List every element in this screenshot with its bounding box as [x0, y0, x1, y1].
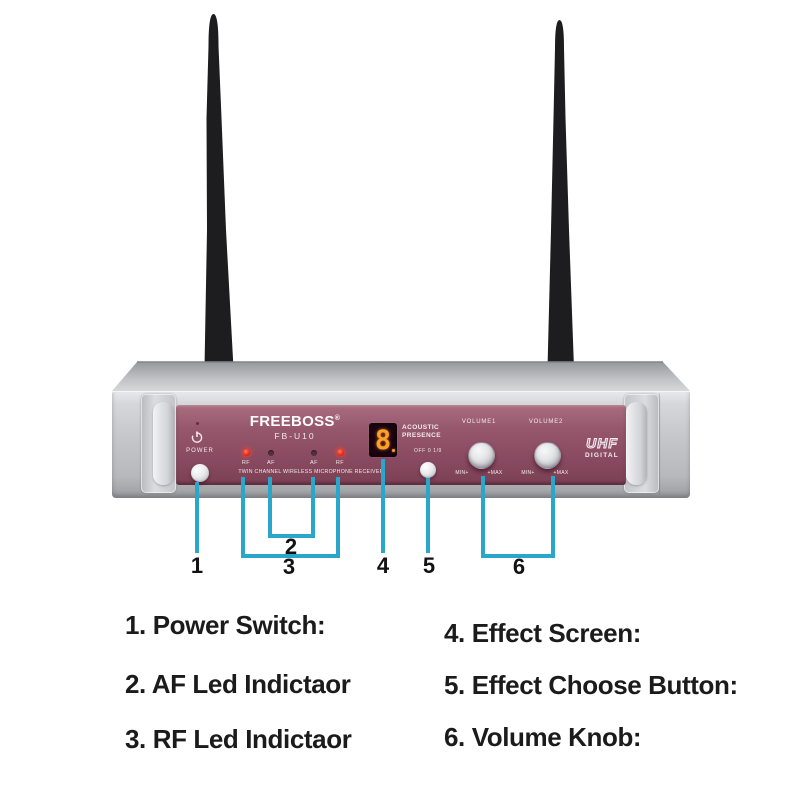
chassis-seam [659, 393, 660, 495]
digital-logo-text: DIGITAL [585, 452, 619, 459]
af-led-label-1: AF [266, 460, 276, 466]
legend-item-volume-knob: 6. Volume Knob: [444, 722, 642, 752]
brand-logo: FREEBOSS® [240, 413, 350, 430]
acoustic-presence-label: ACOUSTIC PRESENCE [402, 424, 441, 439]
legend-item-af-led: 2. AF Led Indictaor [125, 669, 351, 699]
af-led-indicator-2 [311, 449, 317, 456]
registered-mark: ® [334, 415, 341, 422]
power-standby-icon [191, 431, 203, 443]
callout-number-3: 3 [282, 554, 296, 579]
volume1-label: VOLUME1 [461, 419, 497, 425]
af-led-indicator-1 [268, 449, 274, 456]
uhf-logo-text: UHF [586, 434, 618, 451]
presence-line: PRESENCE [402, 431, 441, 439]
volume2-knob [534, 442, 561, 469]
rf-led-label-2: RF [335, 460, 345, 466]
acoustic-line: ACOUSTIC [402, 424, 440, 431]
callout-number-2: 2 [284, 534, 298, 559]
legend-item-effect-screen: 4. Effect Screen: [444, 618, 641, 648]
callout-number-6: 6 [512, 554, 526, 579]
handle-left [153, 402, 174, 485]
volume2-max-label: +MAX [553, 470, 569, 476]
volume2-label: VOLUME2 [528, 419, 564, 425]
uhf-digital-logo: UHF DIGITAL [570, 434, 634, 459]
handle-right [626, 402, 647, 485]
effect-options-label: OFF 0 1/9 [414, 448, 442, 454]
volume1-max-label: +MAX [487, 470, 503, 476]
brand-name: FREEBOSS [249, 413, 335, 430]
af-led-label-2: AF [309, 460, 319, 466]
volume1-knob [468, 442, 495, 469]
callout-number-5: 5 [422, 553, 436, 578]
screw-dot [196, 422, 199, 425]
legend-item-power-switch: 1. Power Switch: [125, 610, 326, 640]
product-tagline: TWIN CHANNEL WIRELESS MICROPHONE RECEIVE… [238, 469, 384, 475]
antenna-right-icon [547, 20, 574, 368]
antenna-left-icon [204, 14, 234, 368]
rf-led-indicator-2 [336, 449, 344, 456]
power-button [191, 464, 209, 482]
legend-item-rf-led: 3. RF Led Indictaor [125, 724, 352, 754]
callout-number-1: 1 [190, 553, 204, 578]
rf-led-label-1: RF [241, 460, 251, 466]
chassis-top-face [112, 362, 690, 391]
power-label: POWER [186, 448, 214, 454]
effect-choose-button [420, 462, 436, 478]
volume1-min-label: MIN+ [455, 470, 469, 476]
legend-item-effect-button: 5. Effect Choose Button: [444, 670, 738, 700]
volume2-min-label: MIN+ [521, 470, 535, 476]
callout-number-4: 4 [376, 553, 390, 578]
rf-led-indicator-1 [243, 449, 250, 456]
effect-screen-decimal-dot [392, 449, 395, 452]
model-number: FB-U10 [274, 431, 316, 441]
effect-screen-digit: 8 [374, 425, 392, 456]
